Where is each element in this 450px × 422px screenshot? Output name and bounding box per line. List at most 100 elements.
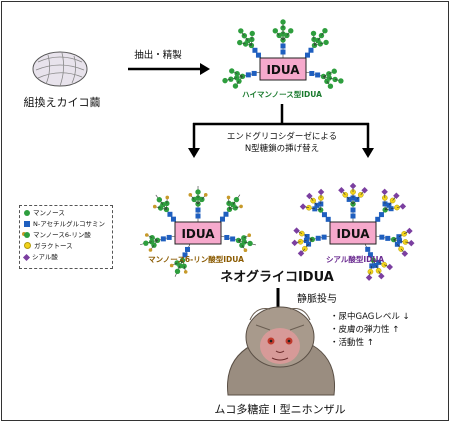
sialic-icon bbox=[22, 253, 31, 262]
high-mannose-label: ハイマンノース型IDUA bbox=[242, 89, 322, 99]
glcnac-unit bbox=[219, 216, 225, 222]
sialic-glycans bbox=[291, 182, 415, 281]
mannose-unit bbox=[322, 28, 328, 34]
phosphate-unit bbox=[183, 270, 188, 274]
glcnac-unit bbox=[379, 234, 385, 240]
phosphate-unit bbox=[169, 263, 174, 268]
glcnac-unit bbox=[365, 246, 371, 252]
sialic-unit bbox=[381, 188, 388, 196]
effect-1: ・尿中GAGレベル ↓ bbox=[330, 311, 410, 322]
mannose-unit bbox=[326, 71, 332, 77]
m6p-idua-label: マンノース6-リン酸型IDUA bbox=[148, 254, 244, 264]
enzyme-box-high-mannose bbox=[259, 57, 307, 81]
glcnac-unit bbox=[251, 70, 257, 76]
sialic-unit bbox=[306, 192, 313, 200]
mannose-unit bbox=[232, 83, 239, 89]
enzyme-box-m6p bbox=[174, 221, 222, 245]
glcnac-unit bbox=[378, 212, 384, 218]
mannose-unit bbox=[280, 19, 286, 25]
phosphate-unit bbox=[226, 195, 231, 200]
m6p-icon bbox=[24, 232, 30, 238]
sialic-unit bbox=[317, 188, 325, 196]
mannose-unit bbox=[324, 78, 330, 85]
glcnac-unit bbox=[385, 235, 391, 241]
mannose-unit bbox=[237, 39, 243, 46]
sialic-unit bbox=[393, 192, 400, 200]
sialic-unit bbox=[291, 239, 298, 247]
glcnac-unit bbox=[160, 236, 166, 242]
mannose-unit bbox=[331, 68, 337, 74]
sialic-unit bbox=[378, 272, 385, 280]
glcnac-unit bbox=[182, 252, 188, 258]
mannose-unit bbox=[229, 68, 235, 74]
legend-box: マンノース N-アセチルグルコサミン マンノース6-リン酸 ガラクトース シアル… bbox=[19, 205, 113, 269]
extraction-label: 抽出・精製 bbox=[134, 49, 182, 61]
glcnac-icon bbox=[24, 221, 30, 227]
glcnac-unit bbox=[255, 52, 261, 58]
glcnac-unit bbox=[321, 234, 327, 240]
glcnac-unit bbox=[280, 49, 286, 55]
effect-3: ・活動性 ↑ bbox=[330, 337, 374, 348]
mannose-unit bbox=[174, 268, 181, 274]
mannose-unit bbox=[233, 196, 240, 203]
mannose-unit bbox=[247, 240, 253, 247]
sialic-unit bbox=[293, 227, 300, 234]
glcnac-unit bbox=[350, 207, 356, 213]
iv-admin-label: 静脈投与 bbox=[297, 292, 337, 305]
glcnac-unit bbox=[224, 234, 230, 240]
m6p-glycans bbox=[139, 185, 256, 277]
mannose-unit bbox=[288, 28, 294, 34]
glcnac-unit bbox=[321, 212, 327, 218]
mannose-unit bbox=[179, 257, 186, 264]
mannose-unit bbox=[370, 257, 376, 263]
glcnac-unit bbox=[223, 211, 229, 217]
remodel-label-line1: エンドグリコシダーゼによる bbox=[227, 131, 337, 142]
glcnac-unit bbox=[185, 246, 191, 252]
disease-label: ムコ多糖症 I 型ニホンザル bbox=[214, 402, 345, 416]
glcnac-unit bbox=[230, 236, 236, 242]
glcnac-unit bbox=[195, 213, 201, 219]
sialic-unit bbox=[349, 182, 357, 190]
mannose-unit bbox=[272, 28, 278, 34]
sialic-unit bbox=[365, 274, 373, 281]
mannose-unit bbox=[310, 30, 317, 37]
phosphate-unit bbox=[243, 248, 248, 253]
extraction-arrow bbox=[128, 63, 210, 75]
remodel-label-line2: N型糖鎖の挿げ替え bbox=[245, 143, 319, 154]
neoglyco-title: ネオグライコIDUA bbox=[220, 269, 334, 285]
enzyme-box-sialic bbox=[329, 221, 377, 245]
sialic-unit bbox=[361, 186, 368, 194]
enzyme-label-m6p: IDUA bbox=[181, 227, 215, 241]
legend-item-mannose: マンノース bbox=[24, 209, 65, 218]
sialic-unit bbox=[386, 263, 393, 271]
glcnac-unit bbox=[325, 216, 331, 222]
mannose-unit bbox=[156, 197, 163, 203]
mannose-unit bbox=[222, 77, 228, 84]
high-mannose-glycans bbox=[222, 19, 344, 89]
mannose-unit bbox=[195, 189, 201, 195]
sialic-idua-label: シアル酸型IDUA bbox=[326, 254, 384, 264]
glcnac-unit bbox=[350, 213, 356, 219]
sialic-unit bbox=[299, 203, 307, 210]
enzyme-label-sialic: IDUA bbox=[336, 227, 370, 241]
glcnac-unit bbox=[280, 43, 286, 49]
glcnac-unit bbox=[166, 234, 172, 240]
glcnac-unit bbox=[308, 47, 314, 53]
mannose-unit bbox=[181, 263, 187, 269]
mannose-unit bbox=[323, 39, 329, 46]
mannose-unit bbox=[143, 240, 149, 246]
mannose-icon bbox=[24, 210, 30, 216]
remodel-label-bg bbox=[218, 128, 346, 154]
mannose-unit bbox=[338, 78, 344, 84]
legend-item-glcnac: N-アセチルグルコサミン bbox=[24, 220, 105, 229]
phosphate-unit bbox=[239, 204, 243, 209]
legend-item-sialic: シアル酸 bbox=[22, 253, 58, 262]
glcnac-unit bbox=[304, 52, 310, 58]
glcnac-unit bbox=[315, 72, 321, 78]
legend-item-galactose: ガラクトース bbox=[24, 242, 73, 251]
glcnac-unit bbox=[245, 72, 251, 78]
legend-item-m6p: マンノース6-リン酸 bbox=[24, 231, 91, 240]
glcnac-unit bbox=[309, 70, 315, 76]
phosphate-unit bbox=[247, 233, 252, 238]
